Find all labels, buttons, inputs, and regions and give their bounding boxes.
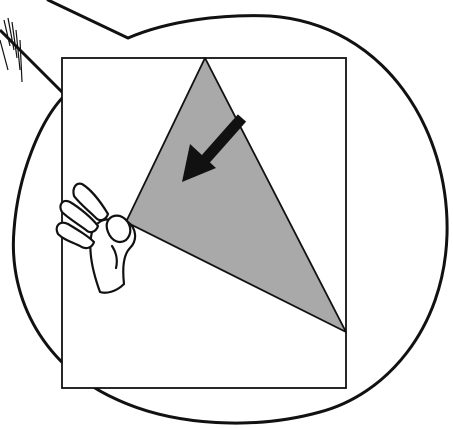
callout-tail-top-edge: [48, 0, 128, 38]
